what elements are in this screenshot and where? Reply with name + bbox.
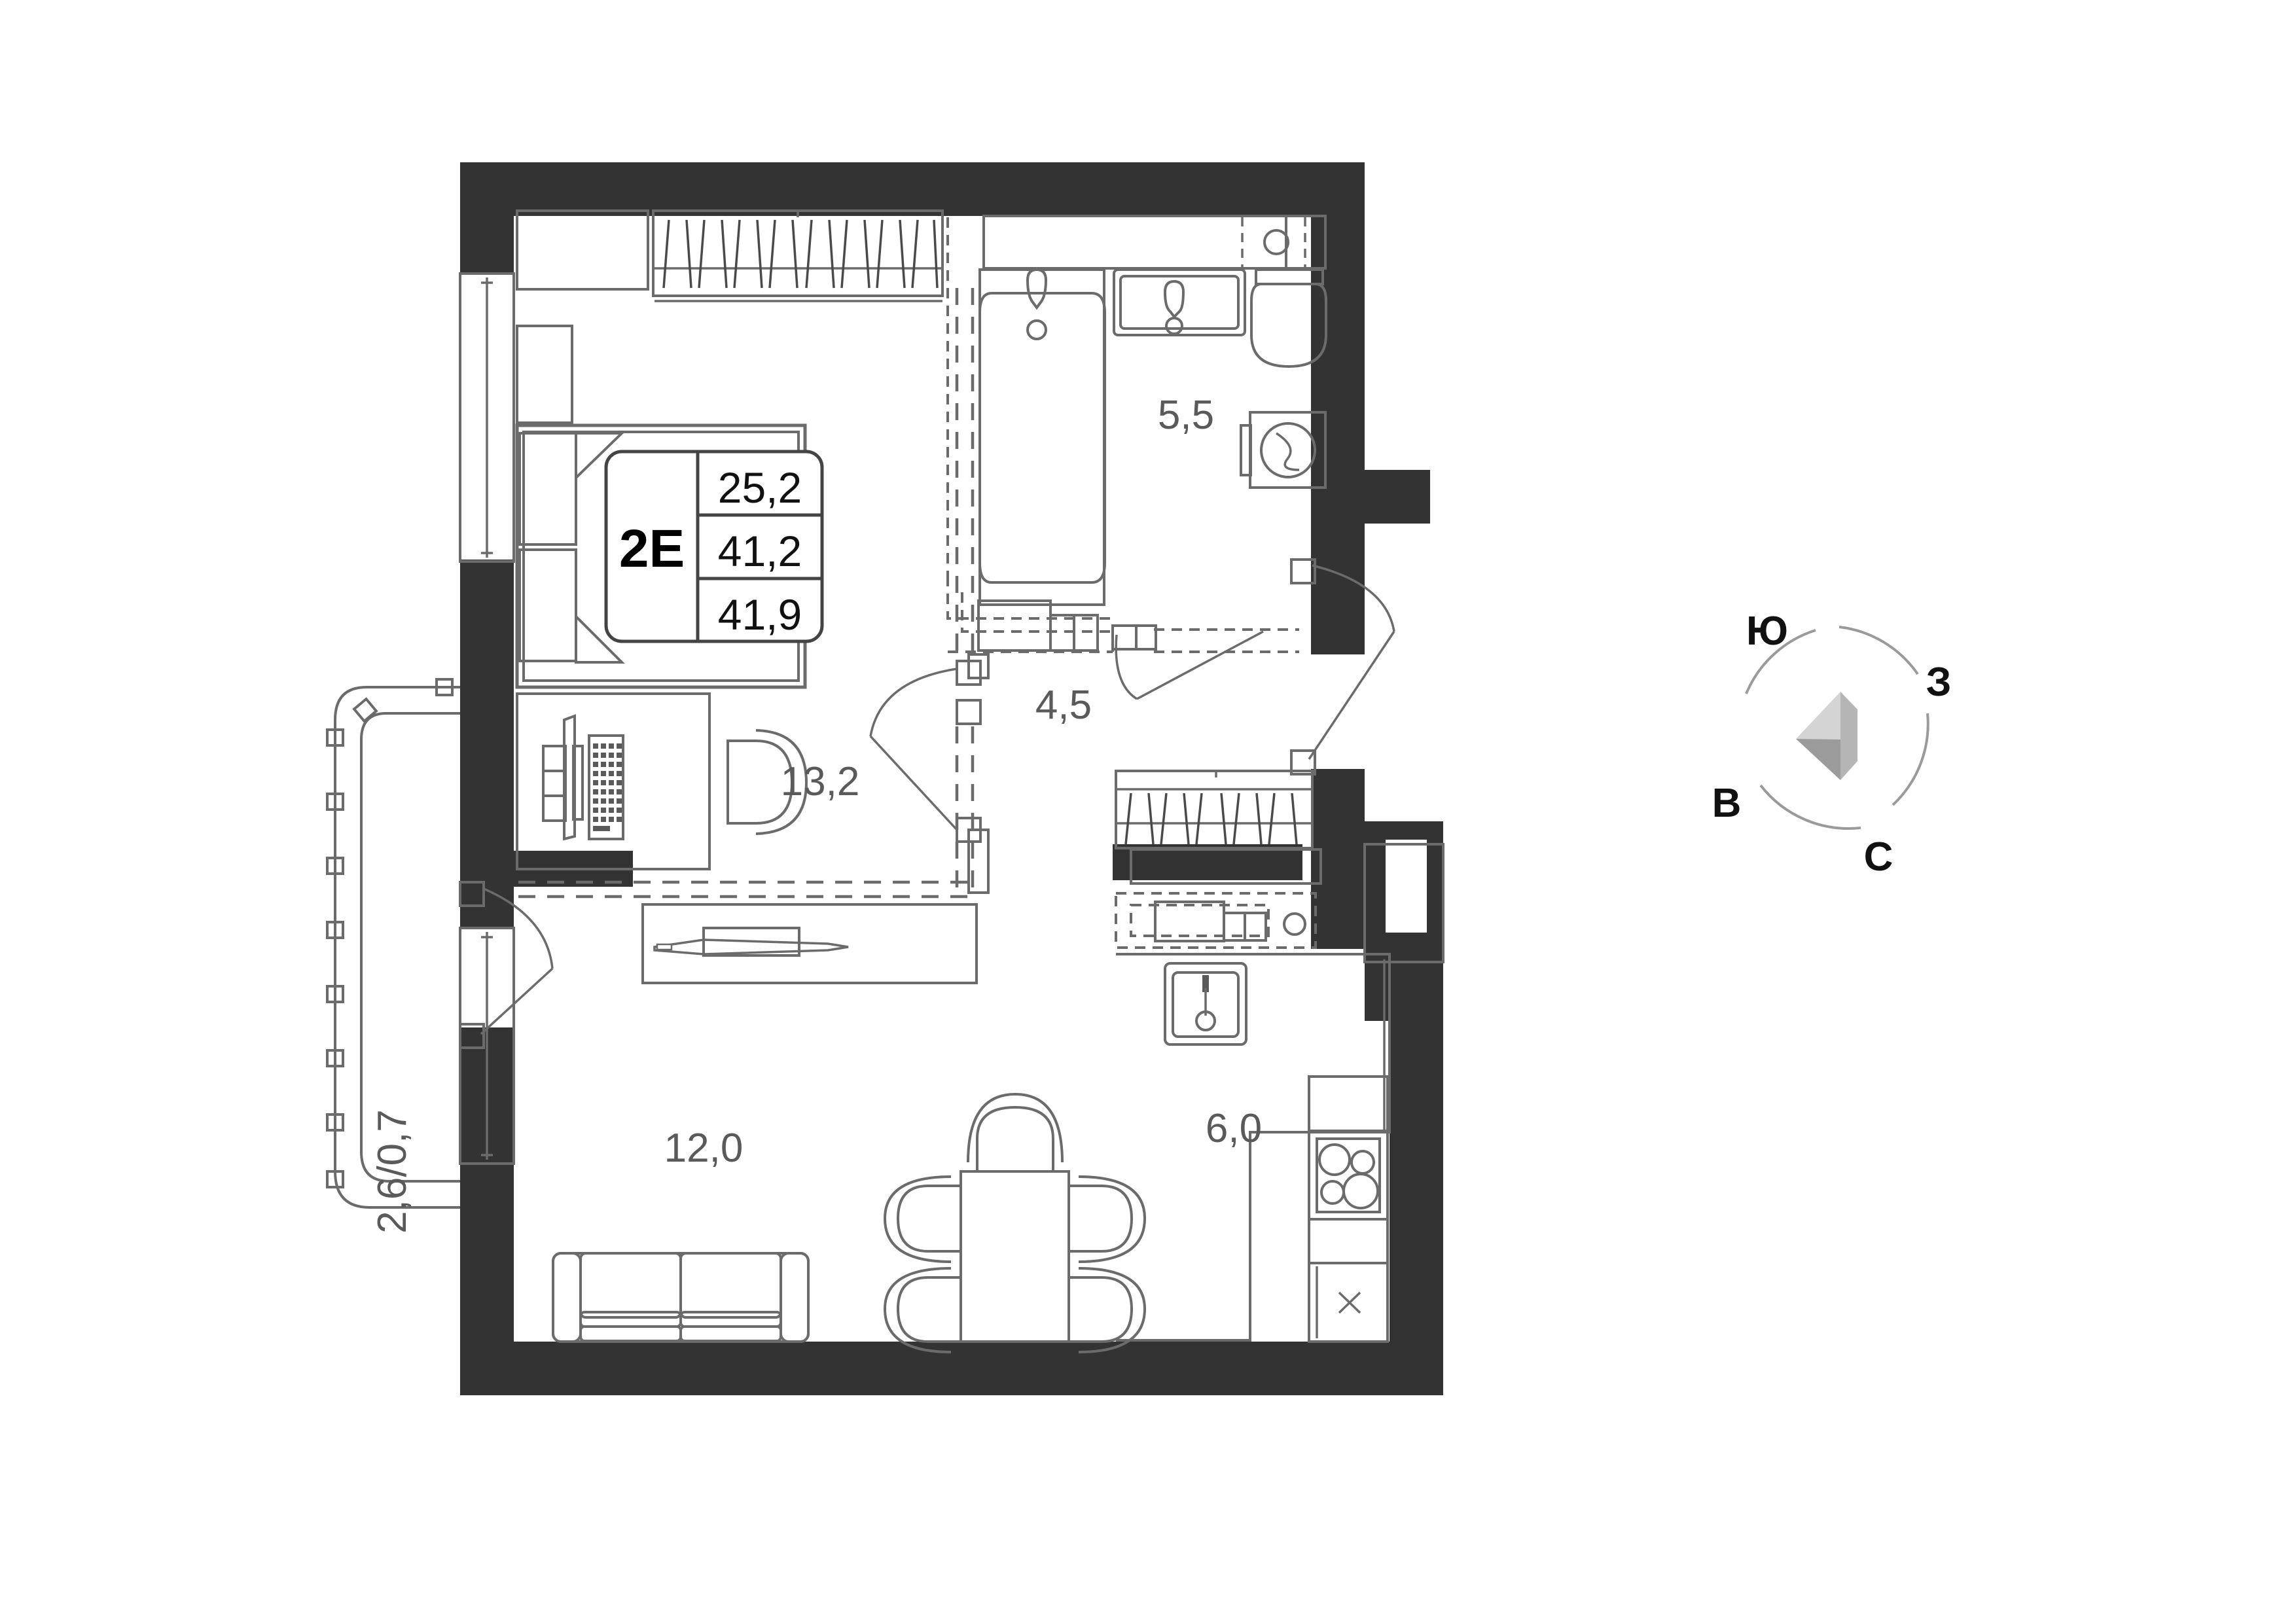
- room-living: 12,0: [552, 1092, 1147, 1353]
- tv: [653, 927, 849, 957]
- room-label-hallway: 4,5: [1035, 683, 1092, 728]
- entry-door: [1290, 558, 1395, 776]
- interior-door-bedroom: [869, 653, 990, 894]
- compass-label-east: В: [1712, 781, 1742, 826]
- window-kitchen-right: [1363, 843, 1444, 963]
- badge-area-total: 41,2: [718, 527, 802, 575]
- exterior-walls: [460, 162, 1443, 1395]
- kitchen-niche: [1115, 848, 1322, 949]
- compass-rose: Ю З В С: [1712, 609, 1952, 880]
- office-chair: [726, 729, 808, 835]
- cooktop: [1308, 1130, 1389, 1221]
- room-hallway: 4,5: [1035, 558, 1395, 776]
- bathroom-vanity: [946, 576, 1113, 652]
- dining-chair-left-upper: [883, 1175, 961, 1263]
- dining-chair-top: [967, 1092, 1064, 1171]
- dining-chair-right-lower: [1069, 1267, 1147, 1353]
- desk: [516, 692, 711, 870]
- window-bedroom-left: [459, 272, 515, 563]
- wardrobe: [652, 209, 944, 302]
- washbasin: [1113, 268, 1246, 336]
- kitchen-sink: [1164, 962, 1247, 1046]
- dining-table: [960, 1170, 1070, 1343]
- dining-chair-right-upper: [1069, 1175, 1147, 1263]
- room-label-living: 12,0: [664, 1126, 744, 1171]
- balcony: 2,6/0,7: [326, 678, 460, 1234]
- room-bathroom: 5,5: [946, 215, 1327, 700]
- room-kitchen: 6,0: [1115, 770, 1391, 1343]
- tv-console: [641, 903, 978, 984]
- kitchen-upper-cabinet: [1115, 770, 1314, 849]
- washing-machine: [1240, 411, 1327, 489]
- balcony-railing-posts: [326, 678, 454, 1188]
- room-label-kitchen: 6,0: [1206, 1106, 1262, 1151]
- bathtub: [978, 268, 1106, 606]
- compass-label-west: З: [1926, 660, 1952, 705]
- room-label-bathroom: 5,5: [1158, 393, 1214, 438]
- refrigerator: [1308, 1262, 1389, 1343]
- room-label-balcony: 2,6/0,7: [370, 1109, 415, 1234]
- room-label-bedroom: 13,2: [781, 759, 860, 804]
- info-badge: 2Е 25,2 41,2 41,9: [604, 450, 824, 643]
- room-bedroom: 13,2: [515, 209, 990, 899]
- interior-walls: [460, 844, 1302, 929]
- sofa: [552, 1252, 810, 1343]
- toilet: [1250, 268, 1327, 368]
- interior-door-bathroom: [1111, 624, 1264, 700]
- compass-label-north: С: [1864, 834, 1893, 880]
- balcony-door: [459, 881, 554, 1049]
- badge-area-with-balcony: 41,9: [718, 590, 802, 639]
- dining-chair-left-lower: [883, 1267, 961, 1353]
- badge-apartment-type: 2Е: [619, 519, 685, 579]
- compass-label-south: Ю: [1746, 609, 1788, 654]
- badge-area-living: 25,2: [718, 463, 802, 512]
